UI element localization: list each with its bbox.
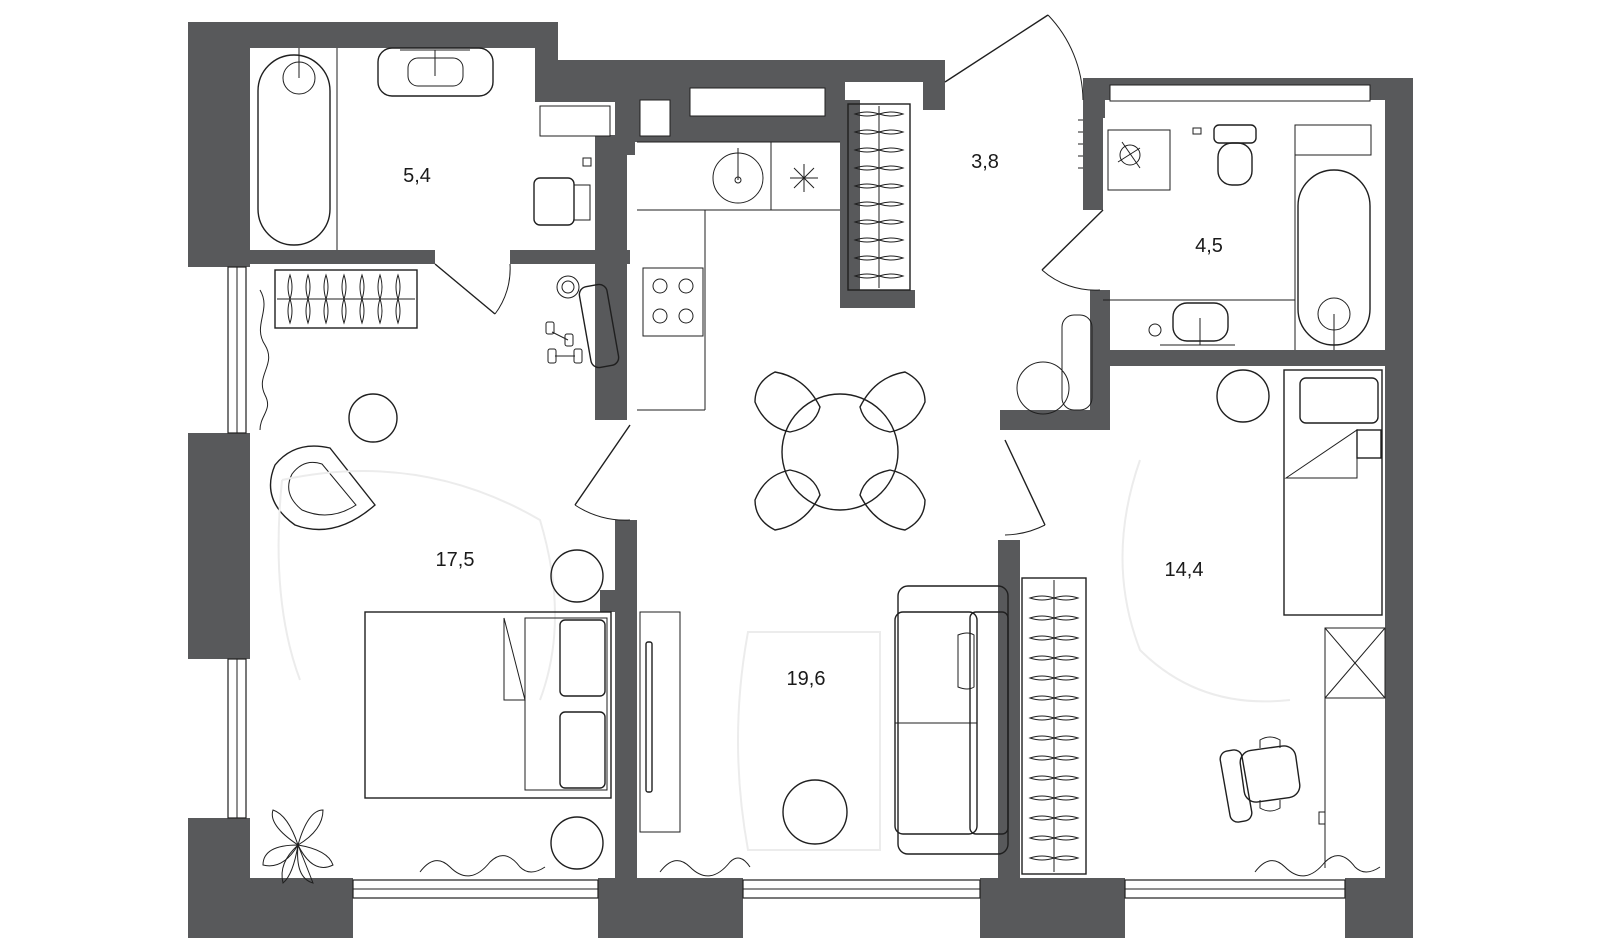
windows	[227, 266, 1346, 899]
area-label-hallway: 3,8	[971, 151, 999, 173]
plant-icon	[262, 809, 334, 884]
area-labels: 5,4 3,8 4,5 17,5 19,6 14,4	[403, 151, 1223, 690]
kids-room-furniture	[1021, 369, 1386, 877]
left-bathroom	[257, 47, 592, 250]
right-bathroom	[1103, 124, 1371, 350]
bedroom-furniture	[259, 269, 620, 884]
hall-wardrobe	[847, 103, 1093, 415]
doors	[434, 14, 1104, 536]
area-label-kitchen-living: 19,6	[787, 668, 826, 690]
area-label-bathroom-left: 5,4	[403, 165, 431, 187]
walls	[188, 22, 1413, 938]
living-furniture	[639, 371, 1009, 877]
area-label-bathroom-right: 4,5	[1195, 235, 1223, 257]
area-label-bedroom: 17,5	[436, 549, 475, 571]
area-label-kids-room: 14,4	[1165, 559, 1204, 581]
niches	[539, 84, 1372, 156]
kitchen	[637, 141, 840, 411]
